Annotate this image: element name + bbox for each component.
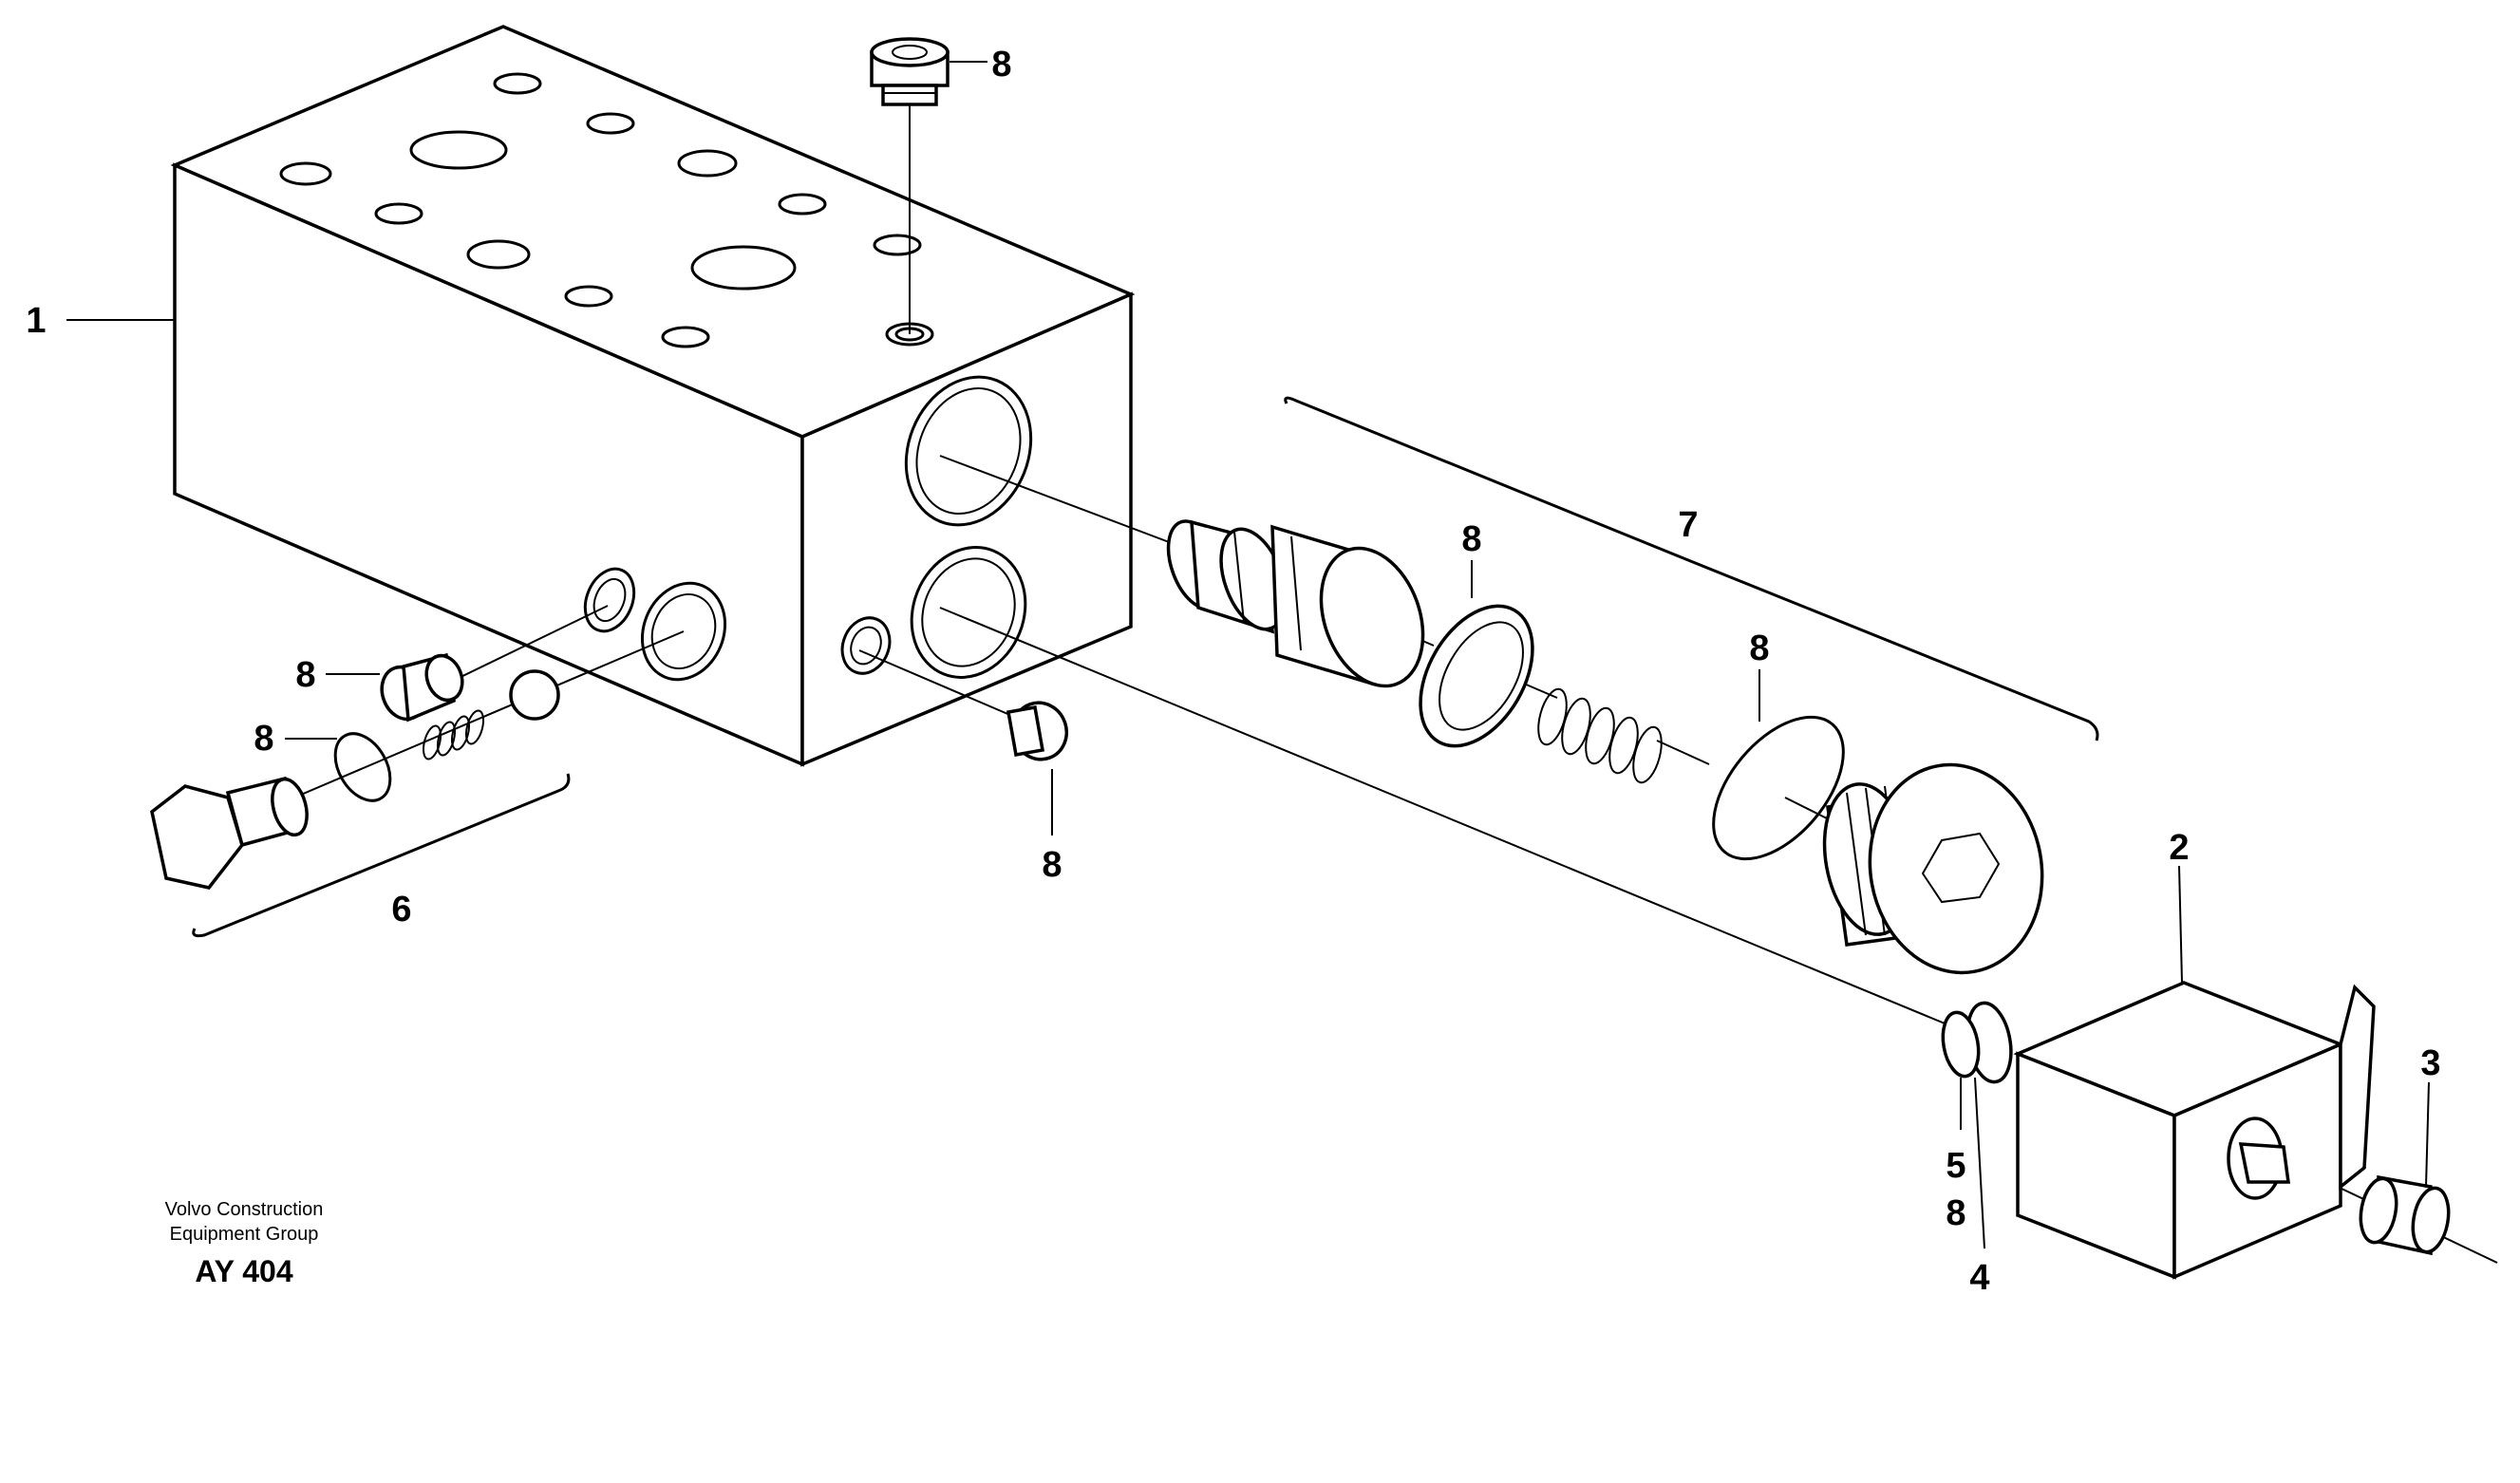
drawing-code: AY 404	[195, 1254, 292, 1288]
credit-line-1: Volvo Construction	[165, 1199, 324, 1220]
callout-3: 3	[2420, 1043, 2440, 1083]
spring	[1537, 687, 1663, 784]
assembly-lines	[293, 100, 2498, 1264]
o-ring-right	[1712, 715, 1845, 861]
seal-ring	[1419, 604, 1534, 748]
callout-8-left-oring: 8	[254, 719, 273, 759]
callout-4: 4	[1969, 1258, 1989, 1298]
bracket-6	[192, 773, 571, 938]
knurled-nut	[2359, 1174, 2451, 1256]
solenoid	[1941, 981, 2376, 1280]
left-plug-assembly	[150, 652, 1068, 890]
callout-8-seal: 8	[1461, 519, 1481, 559]
callout-8-under-5: 8	[1946, 1193, 1965, 1233]
top-plug	[870, 37, 950, 106]
callouts: 1 8 8 8 6 8 8 7 8 2 3 5 8 4	[26, 45, 2440, 1298]
callout-8-top: 8	[991, 45, 1011, 84]
callout-7: 7	[1678, 505, 1698, 545]
callout-6: 6	[391, 890, 411, 929]
callout-5: 5	[1946, 1146, 1965, 1186]
callout-8-oring-right: 8	[1749, 629, 1769, 668]
callout-2: 2	[2169, 828, 2189, 868]
credit-line-2: Equipment Group	[170, 1224, 319, 1245]
leader-lines	[66, 61, 2430, 1249]
credit-block: Volvo Construction Equipment Group AY 40…	[165, 1199, 324, 1288]
valve-block	[170, 25, 1136, 767]
bracket-7	[1284, 396, 2099, 742]
callout-8-mid-plug: 8	[1042, 845, 1062, 885]
callout-1: 1	[26, 301, 46, 341]
spool	[1166, 519, 1425, 688]
callout-8-left-plug: 8	[295, 655, 315, 695]
large-plug	[1822, 762, 2044, 975]
